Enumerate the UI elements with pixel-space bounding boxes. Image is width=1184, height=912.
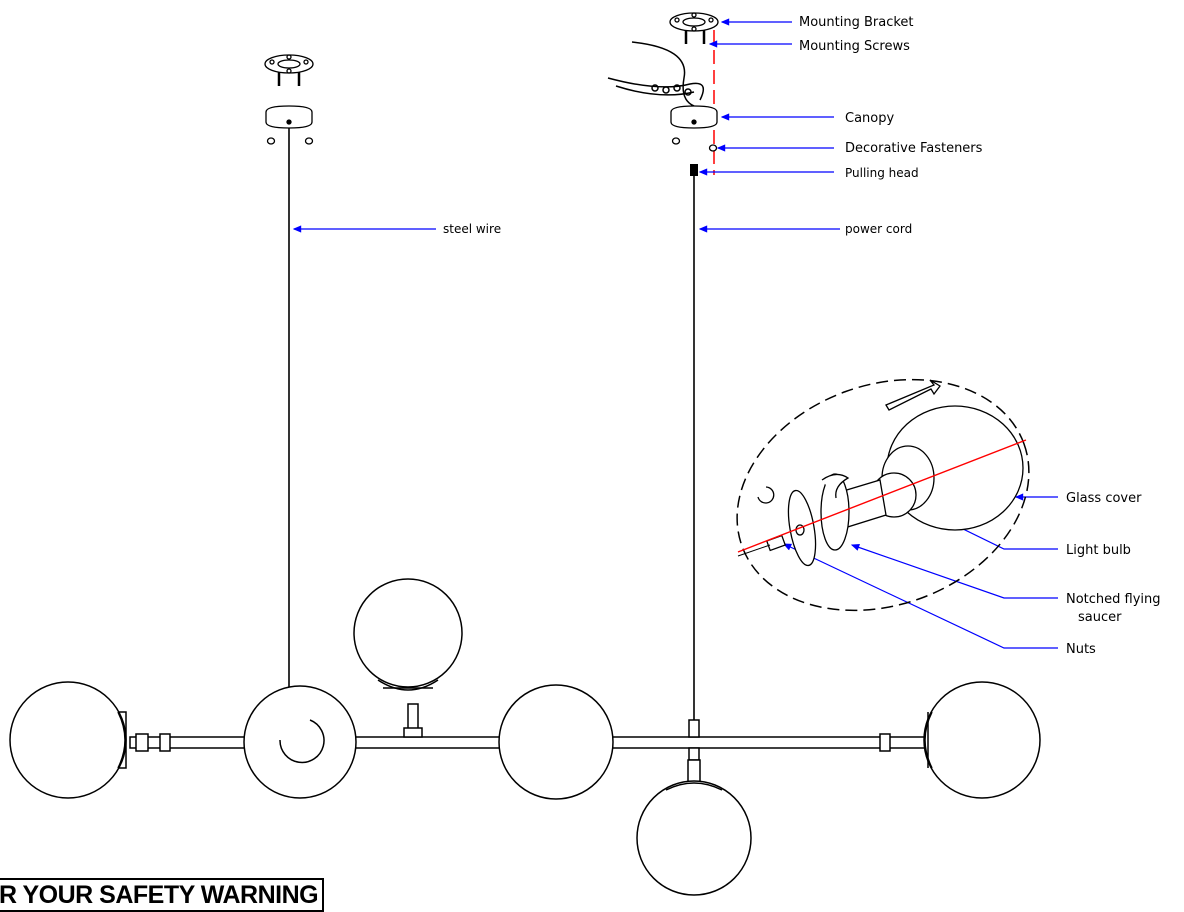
left-mounting-bracket [264, 54, 314, 86]
label-mounting-screws: Mounting Screws [799, 39, 910, 54]
detail-view [736, 378, 1030, 612]
globe-upper [353, 578, 463, 688]
label-power-cord: power cord [845, 222, 912, 236]
globe-left-middle [243, 685, 357, 799]
label-notched-flying-saucer-2: saucer [1078, 610, 1122, 625]
leader-notched-flying-saucer [850, 543, 1058, 599]
direction-arrow [885, 379, 941, 411]
wire-bundle [607, 41, 705, 107]
globe-far-left [9, 681, 127, 799]
callout-labels: Mounting Bracket Mounting Screws Canopy … [443, 15, 1161, 657]
label-canopy: Canopy [845, 111, 894, 126]
label-mounting-bracket: Mounting Bracket [799, 15, 914, 30]
chandelier-body [9, 578, 1041, 896]
left-canopy [265, 105, 314, 145]
label-glass-cover: Glass cover [1066, 491, 1142, 506]
label-notched-flying-saucer: Notched flying [1066, 592, 1161, 607]
globe-far-right [923, 681, 1041, 799]
globe-center [498, 684, 614, 800]
safety-warning-banner: OR YOUR SAFETY WARNING [0, 878, 325, 912]
leader-nuts [782, 543, 1058, 649]
label-pulling-head: Pulling head [845, 166, 919, 180]
right-mounting-bracket [669, 12, 719, 44]
pulling-head [690, 164, 698, 176]
detail-axis [737, 439, 1027, 553]
label-decorative-fasteners: Decorative Fasteners [845, 141, 983, 156]
label-steel-wire: steel wire [443, 222, 501, 236]
label-light-bulb: Light bulb [1066, 543, 1131, 558]
label-nuts: Nuts [1066, 642, 1096, 657]
globe-lower [636, 780, 752, 896]
rotate-arrow [757, 486, 775, 504]
right-canopy [670, 105, 718, 152]
